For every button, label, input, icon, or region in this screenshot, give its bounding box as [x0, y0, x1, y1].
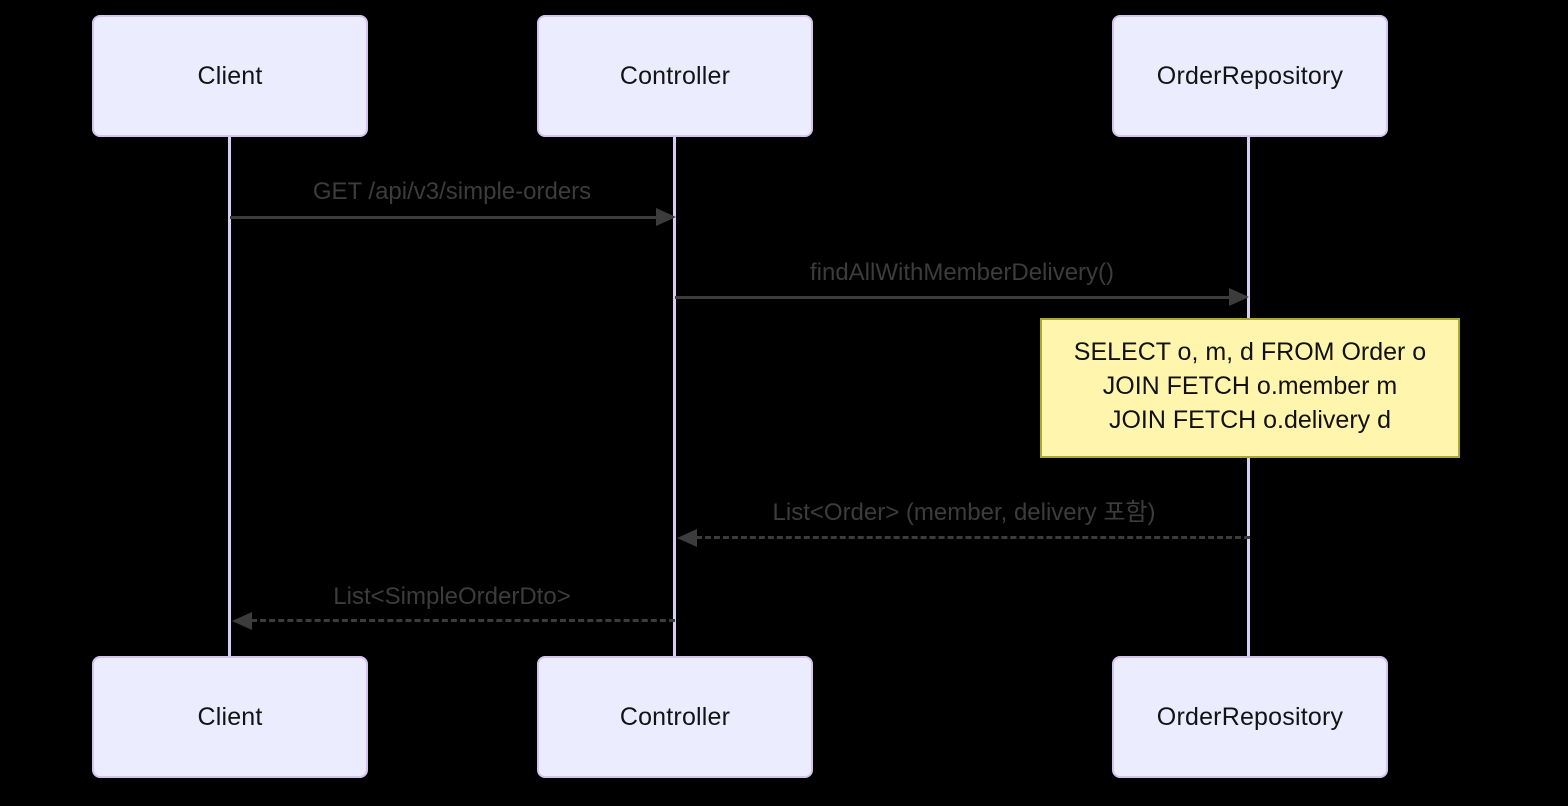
actor-controller-top-label: Controller — [619, 61, 731, 90]
arrowhead-left-icon — [232, 612, 252, 630]
actor-client-bottom-box: Client — [92, 656, 368, 778]
lifeline-controller — [673, 137, 676, 656]
actor-controller-top-box: Controller — [537, 15, 813, 137]
actor-client-top-label: Client — [197, 61, 263, 90]
sql-note-line-3: JOIN FETCH o.delivery d — [1108, 406, 1391, 434]
arrowhead-right-icon — [656, 208, 676, 226]
message-list-order-label: List<Order> (member, delivery 포함) — [772, 499, 1156, 526]
actor-client-bottom-label: Client — [197, 702, 263, 731]
lifeline-client — [228, 137, 231, 656]
message-findallwithmemberdelivery-label: findAllWithMemberDelivery() — [809, 259, 1115, 286]
sql-note-line-1: SELECT o, m, d FROM Order o — [1073, 338, 1427, 366]
message-list-simpleorderdto-label: List<SimpleOrderDto> — [333, 583, 571, 610]
arrowhead-left-icon — [677, 529, 697, 547]
message-findallwithmemberdelivery-line — [675, 296, 1231, 299]
message-get-simple-orders-label: GET /api/v3/simple-orders — [312, 178, 592, 205]
message-list-order-line — [696, 536, 1250, 539]
actor-controller-bottom-box: Controller — [537, 656, 813, 778]
actor-controller-bottom-label: Controller — [619, 702, 731, 731]
actor-orderrepository-top-label: OrderRepository — [1156, 61, 1344, 90]
actor-client-top-box: Client — [92, 15, 368, 137]
sql-note: SELECT o, m, d FROM Order o JOIN FETCH o… — [1040, 318, 1460, 458]
arrowhead-right-icon — [1229, 288, 1249, 306]
sql-note-line-2: JOIN FETCH o.member m — [1102, 372, 1398, 400]
actor-orderrepository-bottom-label: OrderRepository — [1156, 702, 1344, 731]
actor-orderrepository-bottom-box: OrderRepository — [1112, 656, 1388, 778]
actor-orderrepository-top-box: OrderRepository — [1112, 15, 1388, 137]
message-list-simpleorderdto-line — [251, 619, 675, 622]
message-get-simple-orders-line — [230, 216, 657, 219]
